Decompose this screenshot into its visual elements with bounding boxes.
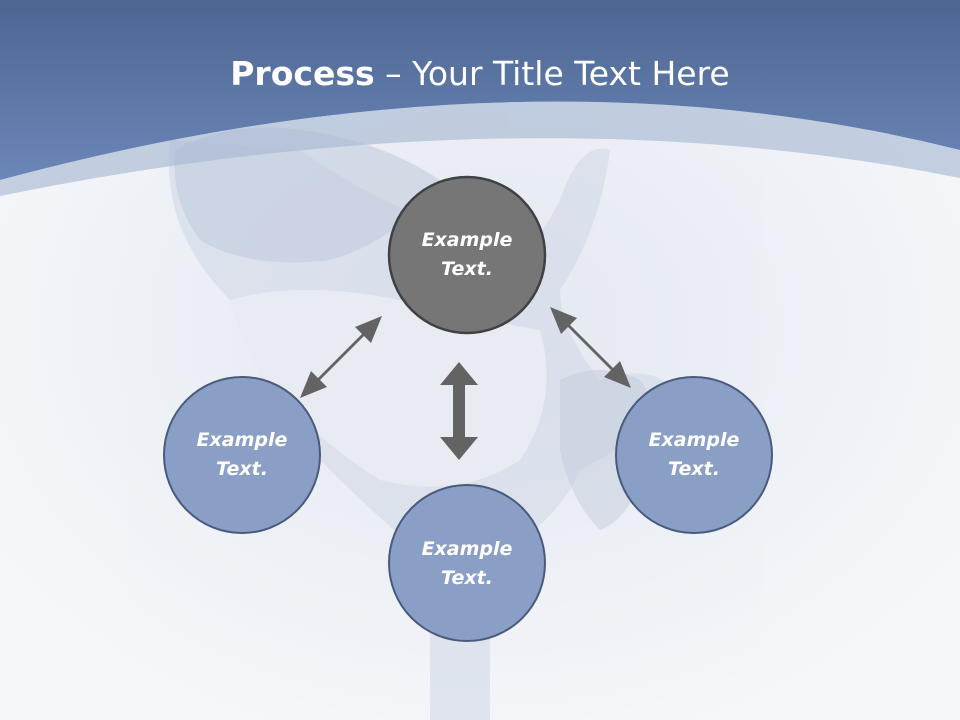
node-left-line2: Text. bbox=[216, 458, 268, 480]
node-top-label: Example Text. bbox=[392, 226, 542, 284]
node-top-circle bbox=[387, 175, 547, 335]
header-swoosh bbox=[0, 101, 960, 196]
node-right-circle bbox=[615, 376, 773, 534]
node-left-label: Example Text. bbox=[167, 426, 317, 484]
node-left-line1: Example bbox=[196, 429, 288, 451]
node-bottom-line1: Example bbox=[421, 538, 513, 560]
node-bottom-label: Example Text. bbox=[392, 535, 542, 593]
node-top-line2: Text. bbox=[441, 258, 493, 280]
arrow-top-right bbox=[550, 307, 631, 388]
slide-title: Process – Your Title Text Here bbox=[0, 52, 960, 96]
title-rest: – Your Title Text Here bbox=[374, 54, 730, 93]
node-top-line1: Example bbox=[421, 229, 513, 251]
node-right-line1: Example bbox=[648, 429, 740, 451]
node-bottom-circle bbox=[388, 484, 546, 642]
node-right-label: Example Text. bbox=[619, 426, 769, 484]
title-bold: Process bbox=[230, 54, 375, 93]
arrow-vertical bbox=[440, 362, 478, 460]
header-band bbox=[0, 0, 960, 180]
node-bottom-line2: Text. bbox=[441, 567, 493, 589]
node-right-line2: Text. bbox=[668, 458, 720, 480]
arrow-top-left bbox=[300, 316, 382, 398]
node-left-circle bbox=[163, 376, 321, 534]
